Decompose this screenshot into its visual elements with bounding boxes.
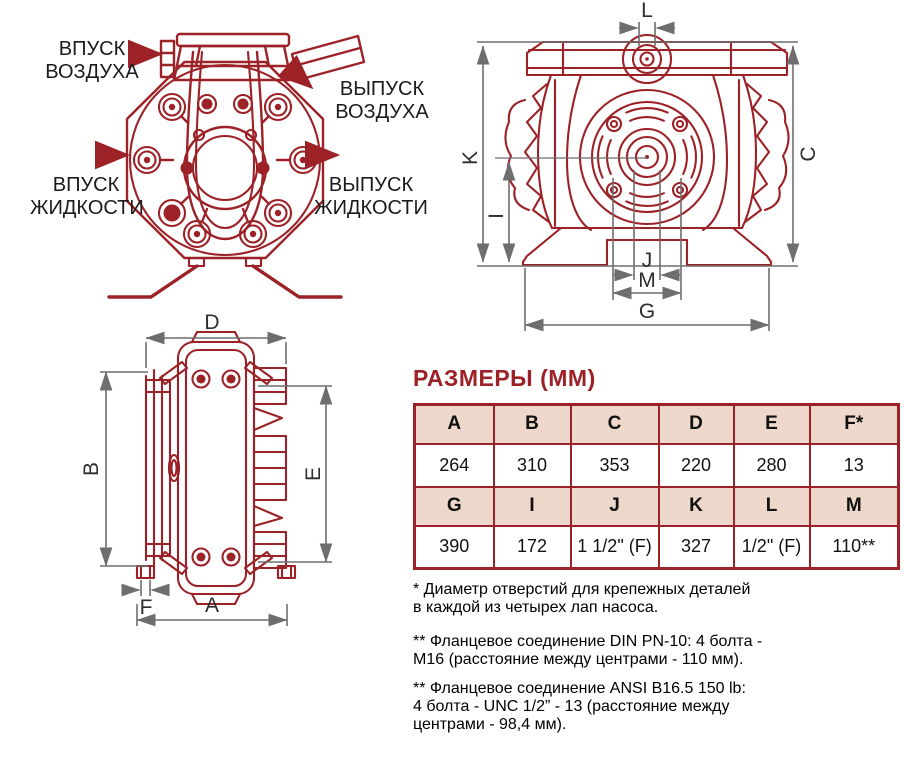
table-header-row-2: G I J K L M <box>413 485 900 527</box>
dim-letter-G: G <box>639 300 655 323</box>
dimension-F <box>121 580 170 597</box>
value-cell: 327 <box>657 524 735 570</box>
value-cell: 220 <box>657 442 735 488</box>
air-outlet-arrow-icon <box>277 54 314 90</box>
table-header-row-1: A B C D E F* <box>413 403 900 445</box>
value-cell: 13 <box>808 442 900 488</box>
header-cell: G <box>413 485 495 527</box>
header-cell: F* <box>808 403 900 445</box>
header-cell: E <box>732 403 811 445</box>
center-cover <box>578 88 716 226</box>
dim-letter-D: D <box>204 312 219 334</box>
pump-body <box>525 33 789 232</box>
center-housing <box>180 50 270 241</box>
header-cell: J <box>569 485 660 527</box>
table-value-row-2: 390 172 1 1/2" (F) 327 1/2" (F) 110** <box>413 524 900 570</box>
value-cell: 280 <box>732 442 811 488</box>
dim-letter-B: B <box>80 462 103 476</box>
value-cell: 310 <box>492 442 572 488</box>
left-flange-plates <box>135 360 189 580</box>
dim-letter-E: E <box>302 467 325 481</box>
muffler <box>290 34 366 82</box>
header-cell: M <box>808 485 900 527</box>
value-cell: 1 1/2" (F) <box>569 524 660 570</box>
dimensions-panel: РАЗМЕРЫ (ММ) A B C D E F* 264 310 353 22… <box>413 365 900 734</box>
spokes <box>158 114 292 224</box>
air-inlet-fitting <box>159 39 176 79</box>
dim-letter-C: C <box>797 146 820 161</box>
value-cell: 264 <box>413 442 495 488</box>
dimension-A <box>136 604 288 627</box>
dim-letter-A: A <box>205 594 219 617</box>
rim-bolts <box>132 92 318 249</box>
pump-side-view-dimensions-figure: D B E F A <box>60 311 340 632</box>
dim-letter-L: L <box>641 0 653 22</box>
value-cell: 172 <box>492 524 572 570</box>
dimension-L <box>619 21 675 46</box>
right-manifold <box>243 360 297 580</box>
pump-side-view-dimensions-drawing: D B E F A <box>80 311 333 627</box>
header-cell: L <box>732 485 811 527</box>
pump-front-view-ports-drawing <box>95 32 366 299</box>
dimension-J <box>613 170 681 282</box>
dim-letter-M: M <box>638 269 656 292</box>
clamp-bands <box>504 78 790 228</box>
pump-front-view-dimensions-drawing: L K I C J M G <box>459 0 820 332</box>
header-cell: B <box>492 403 572 445</box>
dimensions-table: A B C D E F* 264 310 353 220 280 13 G I … <box>413 403 900 570</box>
value-cell: 390 <box>413 524 495 570</box>
header-cell: K <box>657 485 735 527</box>
value-cell: 1/2" (F) <box>732 524 811 570</box>
table-value-row-1: 264 310 353 220 280 13 <box>413 442 900 488</box>
dimension-E <box>258 385 333 563</box>
legs <box>107 256 343 299</box>
pump-front-view-dimensions-figure: L K I C J M G <box>455 0 904 340</box>
dim-letter-I: I <box>485 213 508 219</box>
header-cell: A <box>413 403 495 445</box>
feet <box>521 226 773 267</box>
dimension-B <box>99 371 148 567</box>
header-cell: D <box>657 403 735 445</box>
dimension-G <box>524 268 770 332</box>
value-cell: 353 <box>569 442 660 488</box>
dim-letter-K: K <box>459 151 482 165</box>
value-cell: 110** <box>808 524 900 570</box>
header-cell: C <box>569 403 660 445</box>
dim-letter-F: F <box>140 596 153 619</box>
dimension-D <box>145 331 287 368</box>
header-cell: I <box>492 485 572 527</box>
dimensions-title: РАЗМЕРЫ (ММ) <box>413 365 596 391</box>
dimension-M <box>612 178 682 300</box>
center-column <box>167 330 256 606</box>
dim-letter-J: J <box>642 249 653 272</box>
